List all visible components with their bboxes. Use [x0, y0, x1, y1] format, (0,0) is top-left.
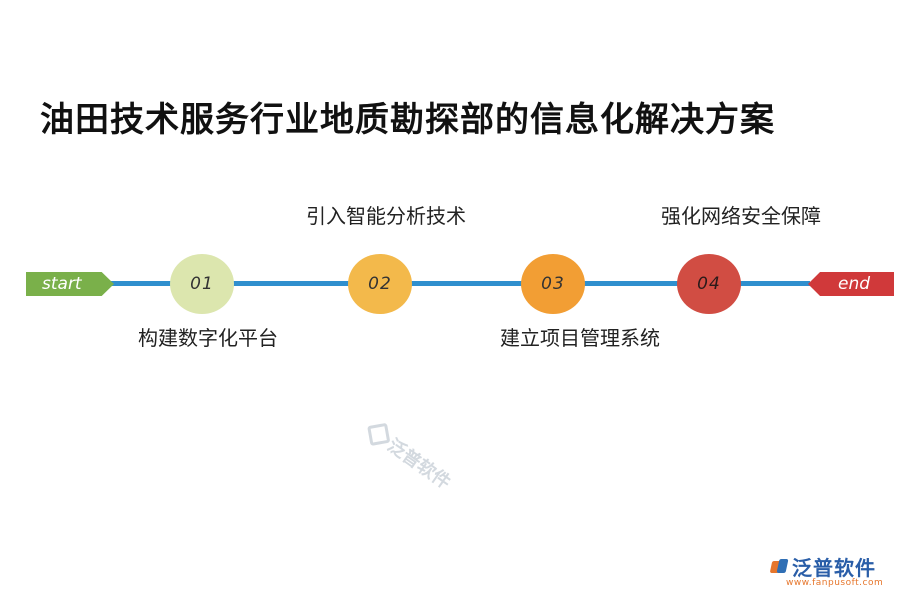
step-node-02: 02 — [348, 254, 412, 314]
step-node-01: 01 — [170, 254, 234, 314]
step-label-04: 强化网络安全保障 — [661, 204, 821, 228]
step-label-02: 引入智能分析技术 — [306, 204, 466, 228]
step-label-03: 建立项目管理系统 — [500, 326, 660, 350]
page-title: 油田技术服务行业地质勘探部的信息化解决方案 — [40, 100, 775, 140]
brand-name: 泛普软件 — [792, 556, 876, 580]
brand-logo-icon — [770, 558, 788, 576]
watermark-text: 泛普软件 — [383, 435, 455, 494]
brand-logo: 泛普软件 — [770, 552, 876, 581]
step-label-01: 构建数字化平台 — [138, 326, 278, 350]
start-tag: start — [26, 272, 114, 296]
watermark-logo-icon — [367, 422, 391, 446]
timeline-line — [110, 281, 810, 286]
step-node-04: 04 — [677, 254, 741, 314]
brand-url: www.fanpusoft.com — [786, 578, 884, 588]
step-node-03: 03 — [521, 254, 585, 314]
watermark: 泛普软件 — [363, 418, 457, 494]
end-tag: end — [808, 272, 894, 296]
